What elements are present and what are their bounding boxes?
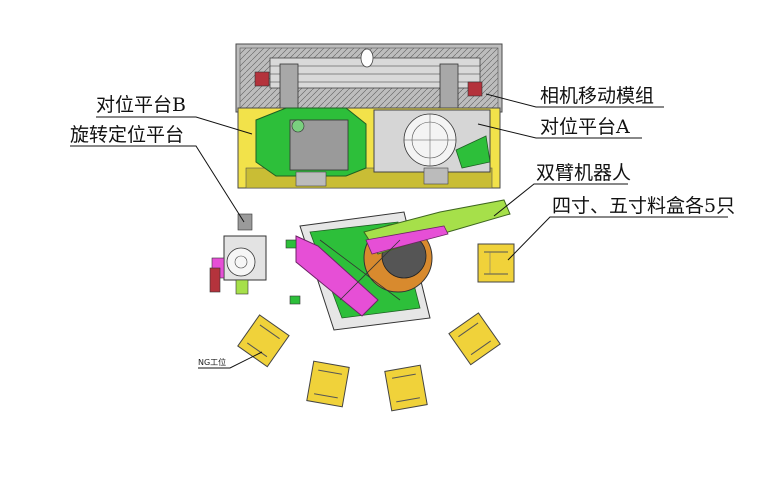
material-box-bottom-left <box>306 360 350 408</box>
material-box-right-top <box>477 243 515 283</box>
leader-platform-a <box>477 123 642 139</box>
material-box-bottom-right <box>384 364 428 412</box>
label-ng-station: NG工位 <box>198 358 227 367</box>
label-rotary-platform: 旋转定位平台 <box>70 124 185 146</box>
leader-material-boxes <box>507 216 728 261</box>
camera-gantry-frame <box>235 43 503 117</box>
dual-arm-robot <box>285 199 511 331</box>
label-material-boxes: 四寸、五寸料盒各5只 <box>552 195 736 217</box>
leader-camera-module <box>485 93 664 108</box>
material-box-right <box>448 312 501 366</box>
label-platform-b: 对位平台B <box>96 94 186 116</box>
leader-ng-station <box>198 351 263 369</box>
leader-lines <box>70 93 728 369</box>
leader-platform-b <box>96 116 253 135</box>
platform-a <box>373 109 491 185</box>
leader-dual-arm-robot <box>493 183 628 217</box>
label-camera-module: 相机移动模组 <box>540 85 655 107</box>
material-box-ng <box>237 314 290 368</box>
label-dual-arm-robot: 双臂机器人 <box>536 162 632 184</box>
rotary-platform <box>209 213 267 295</box>
platform-b <box>255 107 367 187</box>
leader-rotary-platform <box>70 145 245 223</box>
label-platform-a: 对位平台A <box>540 116 630 138</box>
